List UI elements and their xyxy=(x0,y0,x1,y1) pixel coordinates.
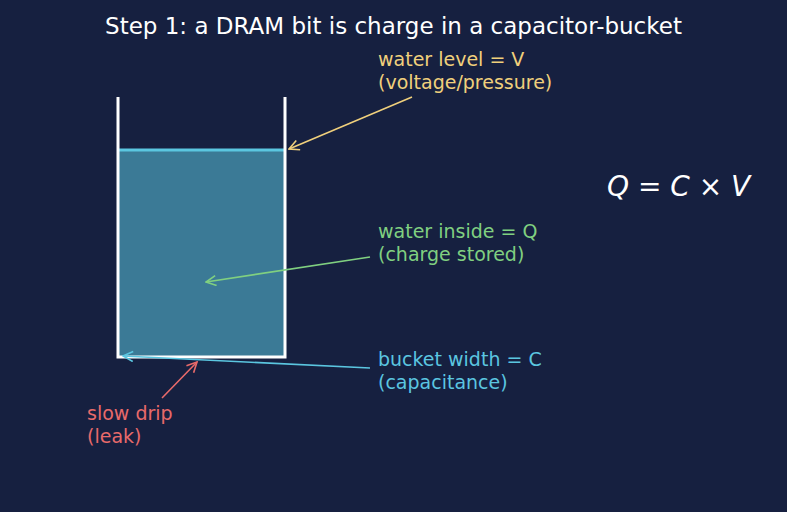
water-fill xyxy=(119,150,284,357)
leader-line xyxy=(206,257,370,282)
callout-label: water level = V (voltage/pressure) xyxy=(378,48,590,94)
bucket-wall xyxy=(118,97,285,357)
leader-line xyxy=(123,356,370,368)
water-surface xyxy=(118,149,286,152)
leader-line xyxy=(162,362,197,398)
formula: Q = C × V xyxy=(607,169,777,205)
leader-line xyxy=(289,97,412,149)
callout-label: bucket width = C (capacitance) xyxy=(378,348,578,394)
callout-label: water inside = Q (charge stored) xyxy=(378,220,570,266)
diagram-title: Step 1: a DRAM bit is charge in a capaci… xyxy=(0,11,787,41)
callout-label: slow drip (leak) xyxy=(87,402,191,448)
